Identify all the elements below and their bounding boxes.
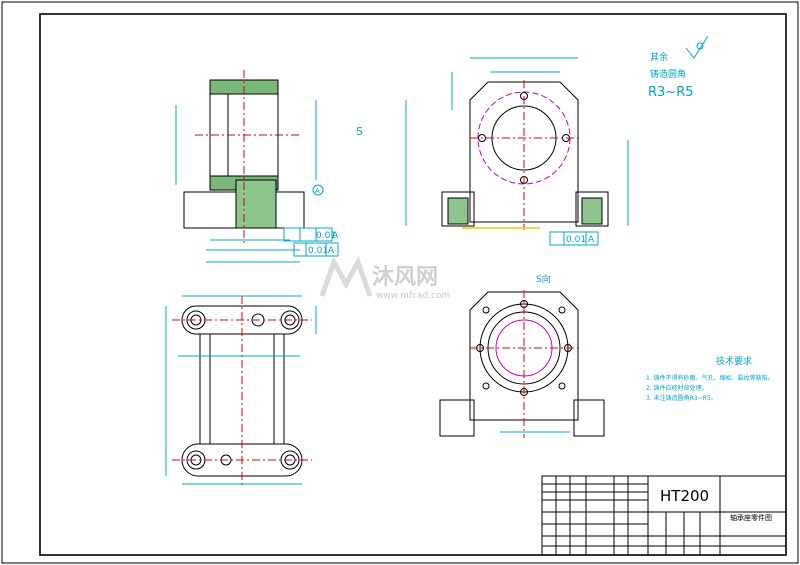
roughness-symbol-icon (685, 35, 709, 59)
datum-label-1: A (332, 231, 339, 241)
flatness-value-3: 0.01 (566, 235, 586, 245)
tech-req-item-2: 2. 铸件应经时效处理。 (646, 384, 708, 392)
tech-req-title: 技术要求 (716, 355, 752, 367)
part-name: 轴承座零件图 (730, 513, 772, 522)
notes-line-2: 铸造圆角 (650, 68, 686, 80)
notes-line-1: 其余 (650, 51, 668, 63)
tech-req-item-1: 1. 铸件不得有砂眼、气孔、缩松、裂纹等缺陷。 (646, 374, 774, 382)
flatness-value-1: 0.01 (316, 231, 336, 241)
section-label: S (356, 125, 363, 138)
s-direction-view (439, 290, 605, 438)
title-block (541, 475, 787, 556)
watermark-brand: 沐风网 (372, 265, 438, 290)
watermark-logo-icon (319, 255, 373, 297)
datum-label-3: A (588, 235, 595, 245)
top-view (165, 295, 317, 486)
datum-circle-label: A (315, 187, 320, 195)
inner-frame (39, 13, 787, 556)
notes-line-3: R3~R5 (648, 85, 694, 100)
flatness-value-2: 0.01 (308, 246, 328, 256)
side-section-view (175, 70, 339, 263)
tech-req-item-3: 3. 未注铸造圆角R3~R5。 (646, 394, 717, 402)
front-view (405, 57, 629, 246)
watermark-url: www.mfcad.com (376, 291, 450, 301)
material-label: HT200 (660, 487, 709, 505)
datum-label-2: A (328, 246, 335, 256)
section-view-label: S向 (536, 273, 551, 285)
